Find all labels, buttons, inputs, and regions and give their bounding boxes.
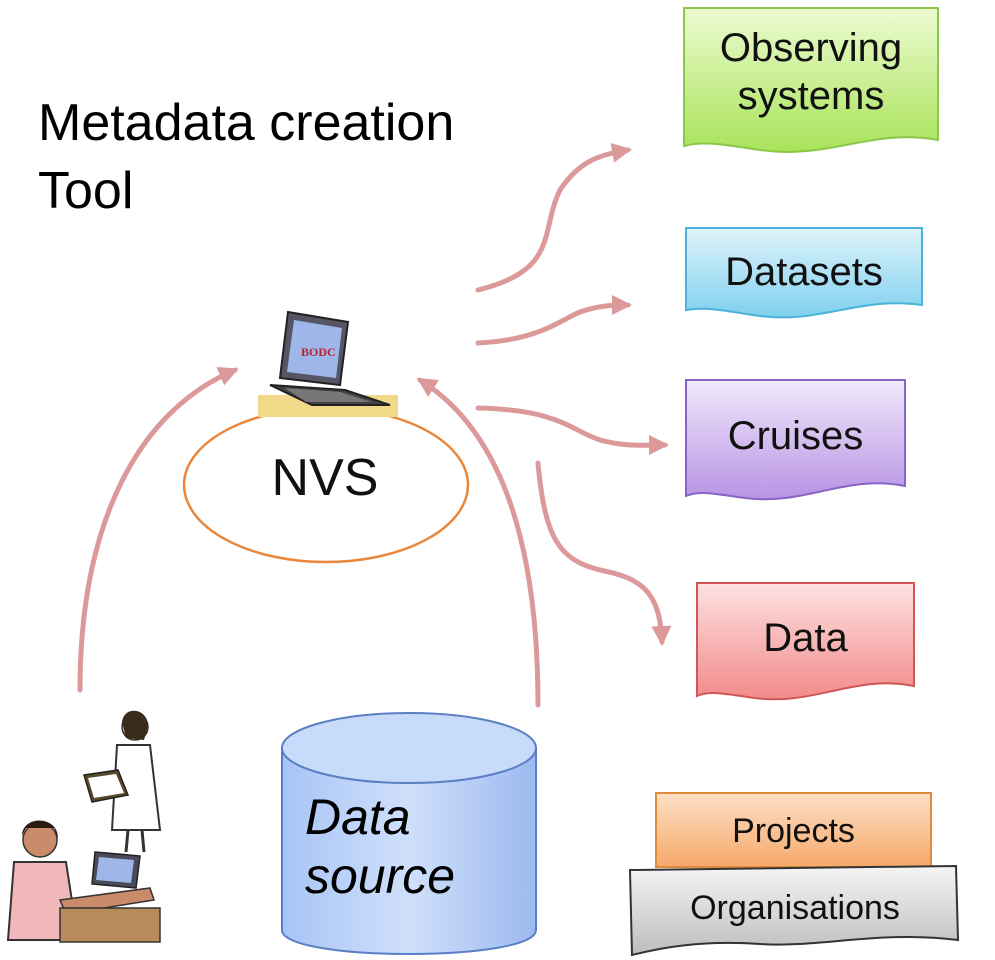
arrow-person-to-tool [77,367,239,693]
diagram-title: Metadata creation Tool [38,94,455,220]
svg-text:BODC: BODC [301,345,336,359]
arrow-tool-to-datasets [475,295,632,346]
data-source-label: Data source [305,789,456,904]
arrow-source-to-tool [416,377,541,708]
flow-arrows [77,142,672,708]
organisations-document [628,864,960,957]
data-document [696,582,915,701]
projects-box [655,792,932,868]
nvs-label: NVS [271,449,379,507]
scientist-icon [83,710,162,853]
operator-icon [6,820,161,943]
arrow-tool-to-observing-systems [475,142,632,293]
laptop-icon: BODC [258,310,398,417]
arrow-tool-to-data [535,460,672,646]
datasets-document [685,227,923,319]
observing-systems-document [683,7,939,153]
cruises-document [685,379,906,501]
data-source-cylinder [281,712,537,955]
arrow-tool-to-cruises [475,405,669,456]
